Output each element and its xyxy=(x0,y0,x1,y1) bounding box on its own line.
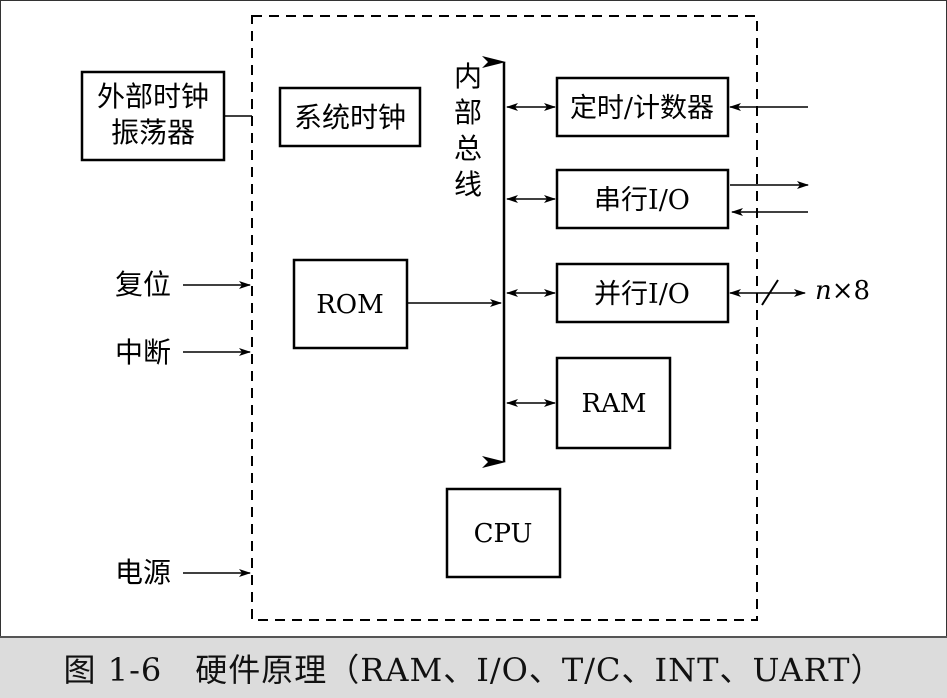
system-clock-label: 系统时钟 xyxy=(294,101,406,134)
hardware-diagram: 外部时钟 振荡器 系统时钟 内 部 总 线 定时/计数器 串行I/O ROM 并… xyxy=(80,15,870,621)
rom-block: ROM xyxy=(292,258,409,350)
chip-boundary xyxy=(251,15,758,621)
parallel-bus-width-slash xyxy=(761,279,779,306)
ram-label: RAM xyxy=(582,389,647,419)
serial-io-block: 串行I/O xyxy=(555,168,730,230)
parallel-bus-width-label: n×8 xyxy=(815,276,870,306)
cpu-block: CPU xyxy=(445,487,562,579)
power-label: 电源 xyxy=(115,556,171,589)
width-x8: ×8 xyxy=(832,276,870,306)
ram-block: RAM xyxy=(555,356,672,450)
figure-caption: 图 1-6 硬件原理（RAM、I/O、T/C、INT、UART） xyxy=(0,636,947,698)
external-clock-label-line2: 振荡器 xyxy=(111,116,195,149)
parallel-io-label: 并行I/O xyxy=(594,279,690,310)
serial-io-label: 串行I/O xyxy=(594,185,690,216)
bus-char-1: 内 xyxy=(454,60,482,93)
bus-char-4: 线 xyxy=(454,168,482,201)
timer-counter-label: 定时/计数器 xyxy=(570,93,714,124)
internal-bus-label: 内 部 总 线 xyxy=(454,60,482,201)
external-clock-label-line1: 外部时钟 xyxy=(97,80,209,113)
reset-label: 复位 xyxy=(115,268,171,301)
interrupt-label: 中断 xyxy=(115,336,171,369)
bus-char-2: 部 xyxy=(454,96,482,129)
cpu-label: CPU xyxy=(474,519,533,549)
rom-label: ROM xyxy=(316,290,384,320)
external-clock-oscillator-block: 外部时钟 振荡器 xyxy=(80,70,226,162)
timer-counter-block: 定时/计数器 xyxy=(555,76,730,138)
system-clock-block: 系统时钟 xyxy=(278,86,422,148)
width-n: n xyxy=(815,276,832,306)
bus-char-3: 总 xyxy=(454,132,482,165)
parallel-io-block: 并行I/O xyxy=(555,262,730,324)
